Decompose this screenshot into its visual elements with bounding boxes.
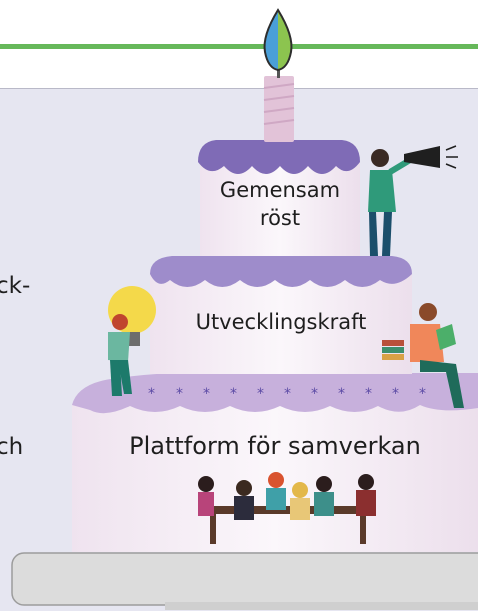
cut-off-text-2: ch [0, 434, 24, 460]
svg-text:*: * [311, 386, 318, 402]
icing-stars: * * * * * * * * * * * [148, 386, 426, 402]
middle-tier-label: Utvecklingskraft [195, 310, 367, 334]
svg-text:*: * [365, 386, 372, 402]
svg-text:*: * [419, 386, 426, 402]
candle [263, 66, 295, 142]
top-tier-label-line1: Gemensam [219, 178, 341, 202]
top-tier-label: Gemensam röst [200, 176, 360, 232]
candle-flame-icon [263, 8, 293, 72]
svg-text:*: * [392, 386, 399, 402]
bottom-tier-label: Plattform för samverkan [129, 432, 421, 460]
middle-tier [150, 256, 412, 374]
book-icon [436, 324, 456, 350]
person-with-megaphone [368, 149, 412, 256]
svg-text:*: * [203, 386, 210, 402]
team-meeting-icon [198, 472, 376, 544]
svg-text:*: * [257, 386, 264, 402]
megaphone-icon [404, 145, 458, 169]
person-with-lightbulb [108, 314, 132, 396]
top-tier-label-line2: röst [259, 206, 301, 230]
svg-text:*: * [176, 386, 183, 402]
cut-off-text-1: ck- [0, 273, 31, 299]
svg-text:*: * [148, 386, 155, 402]
svg-text:*: * [284, 386, 291, 402]
top-tier [198, 140, 360, 256]
green-divider-line [0, 44, 478, 49]
svg-text:*: * [230, 386, 237, 402]
cake-stand [11, 552, 478, 610]
svg-text:*: * [338, 386, 345, 402]
person-reading [382, 303, 464, 408]
bottom-tier: * * * * * * * * * * * [72, 372, 478, 552]
